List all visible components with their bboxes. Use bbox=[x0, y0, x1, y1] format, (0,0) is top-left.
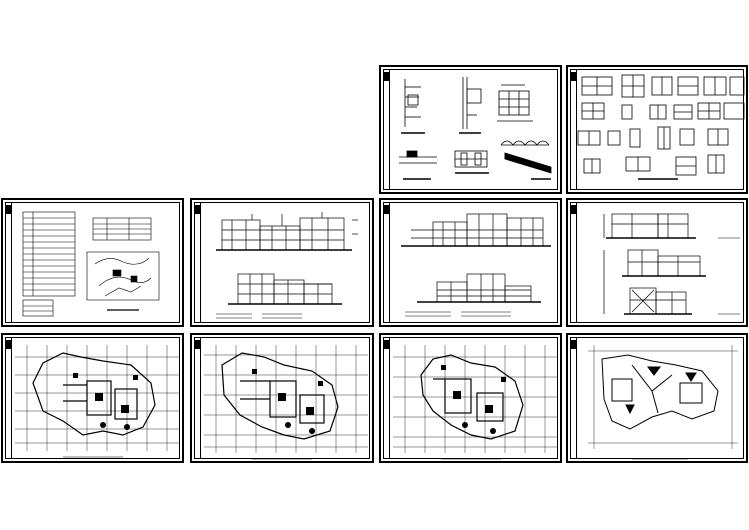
sheet-elevations-a[interactable] bbox=[190, 198, 374, 327]
sheet-door-window-schedule[interactable] bbox=[566, 65, 748, 194]
sheet-elevations-b[interactable] bbox=[379, 198, 562, 327]
title-strip bbox=[384, 203, 390, 322]
sheet-index-site-plan[interactable] bbox=[1, 198, 184, 327]
sheet-roof-plan[interactable] bbox=[566, 333, 748, 463]
title-strip bbox=[384, 70, 390, 189]
sheet-sections[interactable] bbox=[566, 198, 748, 327]
title-strip bbox=[195, 338, 201, 458]
sheet-details-elevation[interactable] bbox=[379, 65, 562, 194]
title-strip bbox=[6, 338, 12, 458]
title-strip bbox=[195, 203, 201, 322]
title-strip bbox=[6, 203, 12, 322]
title-strip bbox=[571, 203, 577, 322]
sheet-drawing bbox=[399, 77, 552, 180]
sheet-floor-plan-2[interactable] bbox=[190, 333, 374, 463]
title-strip bbox=[571, 70, 577, 189]
title-strip bbox=[384, 338, 390, 458]
title-strip bbox=[571, 338, 577, 458]
sheet-drawing bbox=[204, 345, 368, 460]
sheet-drawing bbox=[22, 211, 160, 317]
sheet-drawing bbox=[216, 212, 358, 319]
sheet-drawing bbox=[393, 345, 557, 460]
sheet-drawing bbox=[15, 345, 179, 458]
sheet-floor-plan-3[interactable] bbox=[379, 333, 562, 463]
sheet-floor-plan-1[interactable] bbox=[1, 333, 184, 463]
sheet-drawing bbox=[603, 213, 740, 315]
sheet-drawing bbox=[577, 74, 745, 180]
sheet-drawing bbox=[588, 345, 738, 460]
sheet-drawing bbox=[401, 213, 551, 317]
